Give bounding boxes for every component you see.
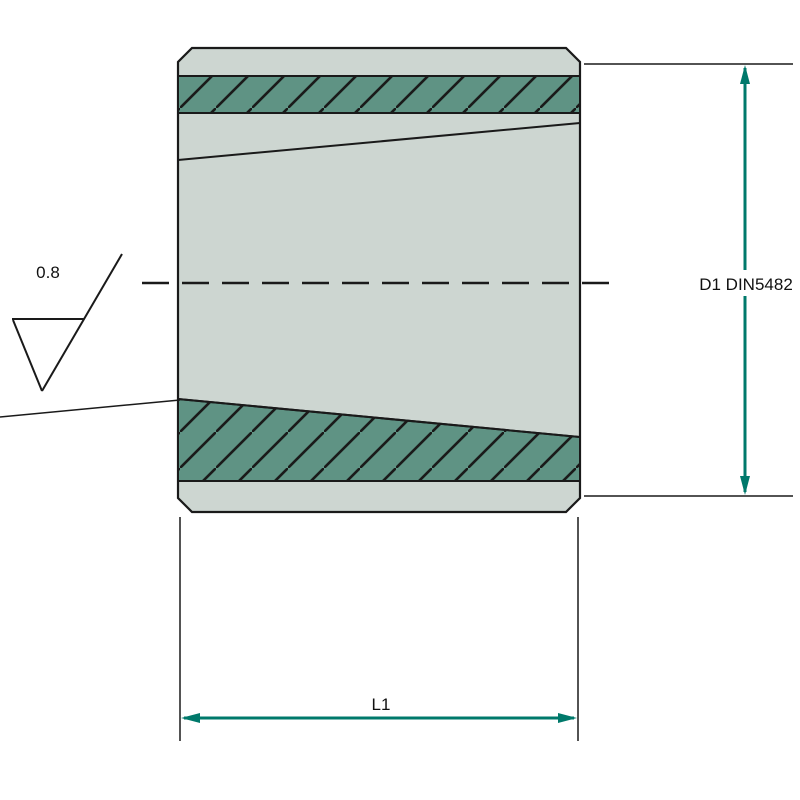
part-outline xyxy=(176,46,582,514)
length-dimension: L1 xyxy=(179,517,579,741)
length-arrow-right-icon xyxy=(558,713,577,723)
diameter-dimension: D1 DIN5482 xyxy=(584,63,799,497)
bore-taper-line xyxy=(177,122,581,161)
surface-roughness-value: 0.8 xyxy=(36,263,60,282)
bottom-spline-hatch xyxy=(177,397,581,482)
length-arrow-left-icon xyxy=(181,713,200,723)
length-label: L1 xyxy=(372,695,391,714)
diameter-arrow-down-icon xyxy=(740,476,750,495)
roughness-symbol-short-leg xyxy=(12,319,43,392)
leader-line xyxy=(0,399,181,418)
diameter-arrow-up-icon xyxy=(740,65,750,84)
top-hatch-lines xyxy=(177,75,581,114)
roughness-symbol-long-leg xyxy=(41,253,123,392)
top-spline-hatch xyxy=(177,75,581,114)
surface-finish-symbol: 0.8 xyxy=(0,253,181,418)
diameter-label: D1 DIN5482 xyxy=(699,275,793,294)
part-cross-section xyxy=(142,46,613,514)
diameter-label-backing xyxy=(693,270,799,296)
bottom-hatch-lines xyxy=(177,397,581,482)
